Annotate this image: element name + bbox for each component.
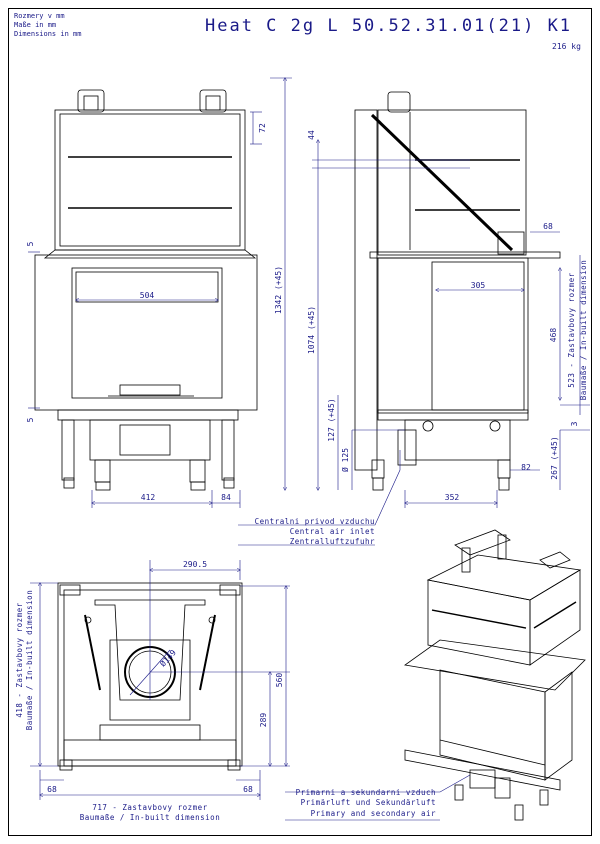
dim-127: 127 (+45) [327, 398, 336, 441]
air-inlet-cz: Centralni privod vzduchu [255, 517, 375, 526]
dim-560: 560 [275, 673, 284, 688]
dim-468: 468 [549, 328, 558, 343]
dim-5-bottom: 5 [26, 417, 35, 422]
units-label-cz: Rozmery v mm [14, 12, 65, 20]
units-label-en: Dimensions in mm [14, 30, 82, 38]
primary-air-cz: Primarni a sekundarni vzduch [296, 788, 436, 797]
air-inlet-en: Central air inlet [290, 527, 375, 536]
dim-717: 717 - Zastavbovy rozmer [92, 803, 207, 812]
dim-267: 267 (+45) [550, 436, 559, 479]
dim-418: 418 - Zastavbovy rozmer [15, 602, 24, 717]
drawing-title: Heat C 2g L 50.52.31.01(21) K1 [205, 16, 573, 36]
dim-1074: 1074 (+45) [307, 306, 316, 354]
dim-3: 3 [570, 421, 579, 426]
dim-418-de: Baumaße / In-built dimension [25, 590, 34, 730]
dim-5-top: 5 [26, 241, 35, 246]
dim-412: 412 [141, 493, 156, 502]
dim-72: 72 [258, 123, 267, 133]
dim-68-left: 68 [47, 785, 57, 794]
top-dimensions [30, 560, 290, 800]
dim-68-right: 68 [243, 785, 253, 794]
dim-68: 68 [543, 222, 553, 231]
front-view [34, 89, 258, 491]
side-view [354, 91, 561, 491]
dim-504: 504 [140, 291, 155, 300]
dim-44: 44 [307, 130, 316, 140]
dim-717-de: Baumaße / In-built dimension [80, 813, 220, 822]
air-inlet-de: Zentralluftzufuhr [290, 537, 375, 546]
primary-air-en: Primary and secondary air [311, 809, 436, 818]
isometric-view [403, 529, 586, 821]
units-label-de: Maße in mm [14, 21, 57, 29]
dim-125: Ø 125 [340, 448, 350, 472]
dim-84: 84 [221, 493, 231, 502]
dim-82: 82 [521, 463, 531, 472]
dim-523: 523 - Zastavbovy rozmer [567, 272, 576, 387]
dim-289: 289 [259, 713, 268, 728]
dim-305: 305 [471, 281, 486, 290]
dim-523-de: Baumaße / In-built dimension [579, 260, 588, 400]
primary-air-de: Primärluft und Sekundärluft [301, 798, 436, 807]
dim-1342: 1342 (+45) [274, 266, 283, 314]
sheet-border [8, 8, 592, 836]
dim-352: 352 [445, 493, 460, 502]
dim-290-5: 290.5 [183, 560, 207, 569]
side-dimensions [312, 140, 590, 508]
front-dimensions [28, 78, 292, 508]
weight-label: 216 kg [552, 42, 581, 51]
